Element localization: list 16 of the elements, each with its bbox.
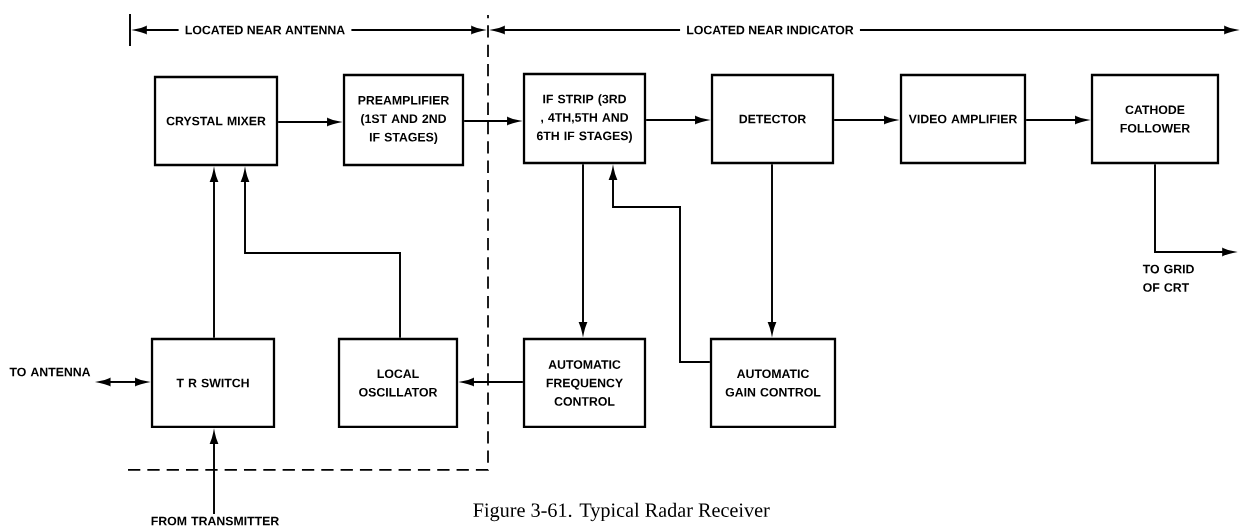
terminal-label: TO ANTENNA <box>9 367 91 377</box>
block-box: LOCAL OSCILLATOR <box>337 337 459 429</box>
block-box: AUTOMATIC GAIN CONTROL <box>709 337 837 429</box>
block-box: T R SWITCH <box>150 337 276 429</box>
block-box: VIDEO AMPLIFIER <box>899 73 1027 165</box>
terminal-label: FROM TRANSMITTER <box>151 516 279 526</box>
block-box: PREAMPLIFIER (1ST AND 2ND IF STAGES) <box>342 73 465 167</box>
block-box: CATHODE FOLLOWER <box>1090 73 1220 165</box>
dimension-label: LOCATED NEAR ANTENNA <box>185 25 345 35</box>
block-box: DETECTOR <box>710 73 835 165</box>
block-box: AUTOMATIC FREQUENCY CONTROL <box>522 337 647 429</box>
block-box: CRYSTAL MIXER <box>153 75 279 167</box>
edge-label: TO GRID OF CRT <box>1140 262 1207 294</box>
block-box: IF STRIP (3RD , 4TH,5TH AND 6TH IF STAGES) <box>522 72 647 165</box>
dimension-label: LOCATED NEAR INDICATOR <box>687 25 854 35</box>
figure-caption: Figure 3-61. Typical Radar Receiver <box>473 502 770 522</box>
